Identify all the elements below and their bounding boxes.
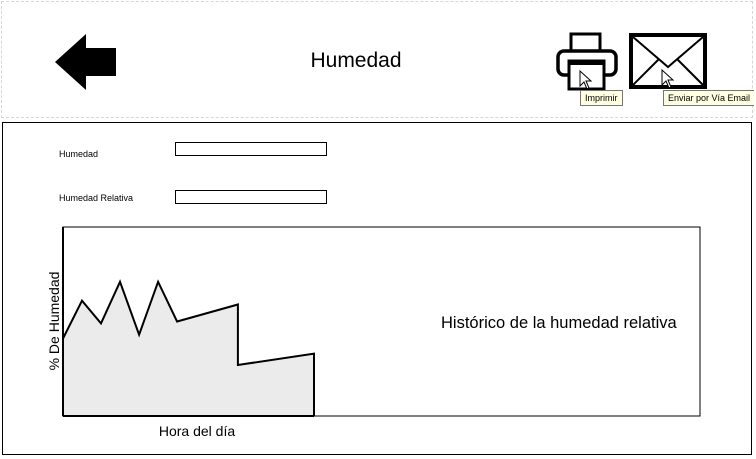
header-bar: Humedad Imprimir Enviar por Vía Email xyxy=(1,1,755,118)
humidity-line xyxy=(62,279,315,416)
humidity-area xyxy=(63,281,314,416)
email-tooltip: Enviar por Vía Email xyxy=(663,90,755,106)
print-tooltip: Imprimir xyxy=(580,90,623,106)
humedad-relativa-label: Humedad Relativa xyxy=(59,193,134,203)
humidity-panel: Humedad Humedad Relativa Histórico de la… xyxy=(2,122,752,455)
page-title: Humedad xyxy=(310,49,402,72)
humidity-history-chart: Histórico de la humedad relativa Hora de… xyxy=(46,226,701,439)
mouse-pointer-icon xyxy=(579,70,593,90)
x-axis-label: Hora del día xyxy=(159,423,235,439)
chart-title: Histórico de la humedad relativa xyxy=(441,314,678,332)
back-button[interactable] xyxy=(54,33,118,91)
arrow-left-icon xyxy=(55,34,116,90)
humedad-relativa-input[interactable] xyxy=(175,190,327,204)
mouse-pointer-icon xyxy=(661,69,675,89)
humedad-label: Humedad xyxy=(59,149,99,159)
y-axis-label: % De Humedad xyxy=(46,272,62,371)
humedad-input[interactable] xyxy=(175,142,327,156)
